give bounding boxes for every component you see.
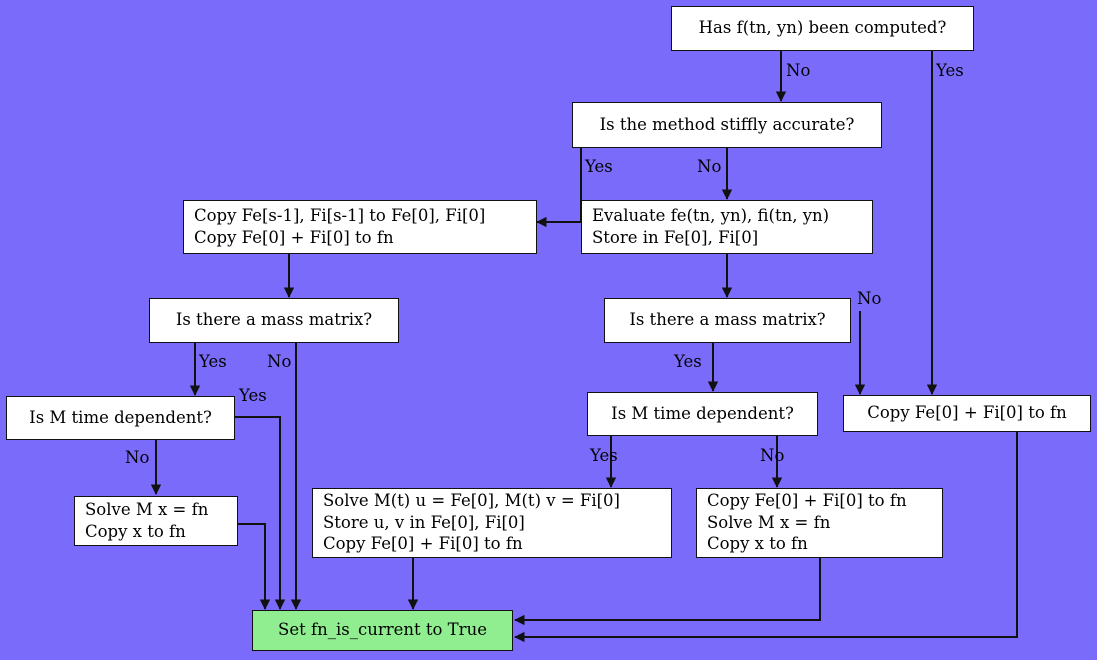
node-line: Copy Fe[0] + Fi[0] to fn	[707, 491, 907, 511]
node-copy-sum-to-fn-right[interactable]: Copy Fe[0] + Fi[0] to fn	[843, 395, 1091, 432]
node-line: Solve M(t) u = Fe[0], M(t) v = Fi[0]	[323, 491, 620, 511]
node-solve-m-copy-left[interactable]: Solve M x = fn Copy x to fn	[74, 496, 238, 546]
node-copy-solve-copy[interactable]: Copy Fe[0] + Fi[0] to fn Solve M x = fn …	[696, 488, 943, 558]
node-line: Is there a mass matrix?	[629, 310, 826, 330]
node-line: Copy x to fn	[707, 534, 808, 554]
node-line: Copy Fe[0] + Fi[0] to fn	[323, 534, 523, 554]
node-line: Copy Fe[s-1], Fi[s-1] to Fe[0], Fi[0]	[194, 206, 486, 226]
node-mass-matrix-right[interactable]: Is there a mass matrix?	[604, 298, 851, 343]
node-line: Store in Fe[0], Fi[0]	[592, 227, 759, 247]
node-has-f-computed[interactable]: Has f(tn, yn) been computed?	[671, 6, 974, 51]
node-line: Copy Fe[0] + Fi[0] to fn	[194, 227, 394, 247]
edge-label-mass-left-yes: Yes	[199, 352, 227, 371]
edge-label-mtd-right-no: No	[760, 446, 785, 465]
edge-label-root-no: No	[786, 61, 811, 80]
edge-stiffly-yes	[536, 148, 582, 228]
edge-label-stiffly-yes: Yes	[585, 157, 613, 176]
node-line: Has f(tn, yn) been computed?	[698, 18, 947, 38]
node-line: Set fn_is_current to True	[278, 620, 487, 640]
node-solve-mt-store[interactable]: Solve M(t) u = Fe[0], M(t) v = Fi[0] Sto…	[312, 488, 672, 558]
node-line: Is M time dependent?	[29, 407, 212, 427]
edge-label-mass-left-no: No	[267, 352, 292, 371]
edge-mtdleft-yes	[235, 416, 286, 610]
node-m-time-dependent-left[interactable]: Is M time dependent?	[6, 396, 235, 440]
edge-label-stiffly-no: No	[697, 157, 722, 176]
node-line: Solve M x = fn	[707, 512, 831, 532]
node-line: Solve M x = fn	[85, 500, 209, 520]
node-line: Is there a mass matrix?	[175, 310, 373, 330]
edge-label-root-yes: Yes	[936, 61, 964, 80]
node-line: Copy Fe[0] + Fi[0] to fn	[867, 403, 1067, 423]
edge-label-mass-right-no: No	[857, 289, 882, 308]
node-m-time-dependent-right[interactable]: Is M time dependent?	[587, 392, 818, 436]
node-line: Is the method stiffly accurate?	[599, 114, 855, 134]
node-mass-matrix-left[interactable]: Is there a mass matrix?	[149, 298, 399, 343]
edge-label-mtd-right-yes: Yes	[590, 446, 618, 465]
node-line: Is M time dependent?	[611, 403, 794, 423]
edge-solveleft-to-green	[238, 523, 271, 610]
edge-label-mtd-left-no: No	[125, 448, 150, 467]
node-evaluate-fe-fi[interactable]: Evaluate fe(tn, yn), fi(tn, yn) Store in…	[581, 200, 873, 254]
node-line: Copy x to fn	[85, 521, 186, 541]
node-line: Store u, v in Fe[0], Fi[0]	[323, 512, 525, 532]
edge-label-mass-right-yes: Yes	[674, 352, 702, 371]
edge-label-mtd-left-yes: Yes	[239, 386, 267, 405]
node-line: Evaluate fe(tn, yn), fi(tn, yn)	[592, 206, 830, 226]
node-stiffly-accurate[interactable]: Is the method stiffly accurate?	[572, 102, 882, 148]
edge-copysolve-to-green	[514, 558, 821, 626]
node-copy-prev-stage[interactable]: Copy Fe[s-1], Fi[s-1] to Fe[0], Fi[0] Co…	[183, 200, 537, 254]
node-set-fn-current[interactable]: Set fn_is_current to True	[252, 610, 513, 651]
